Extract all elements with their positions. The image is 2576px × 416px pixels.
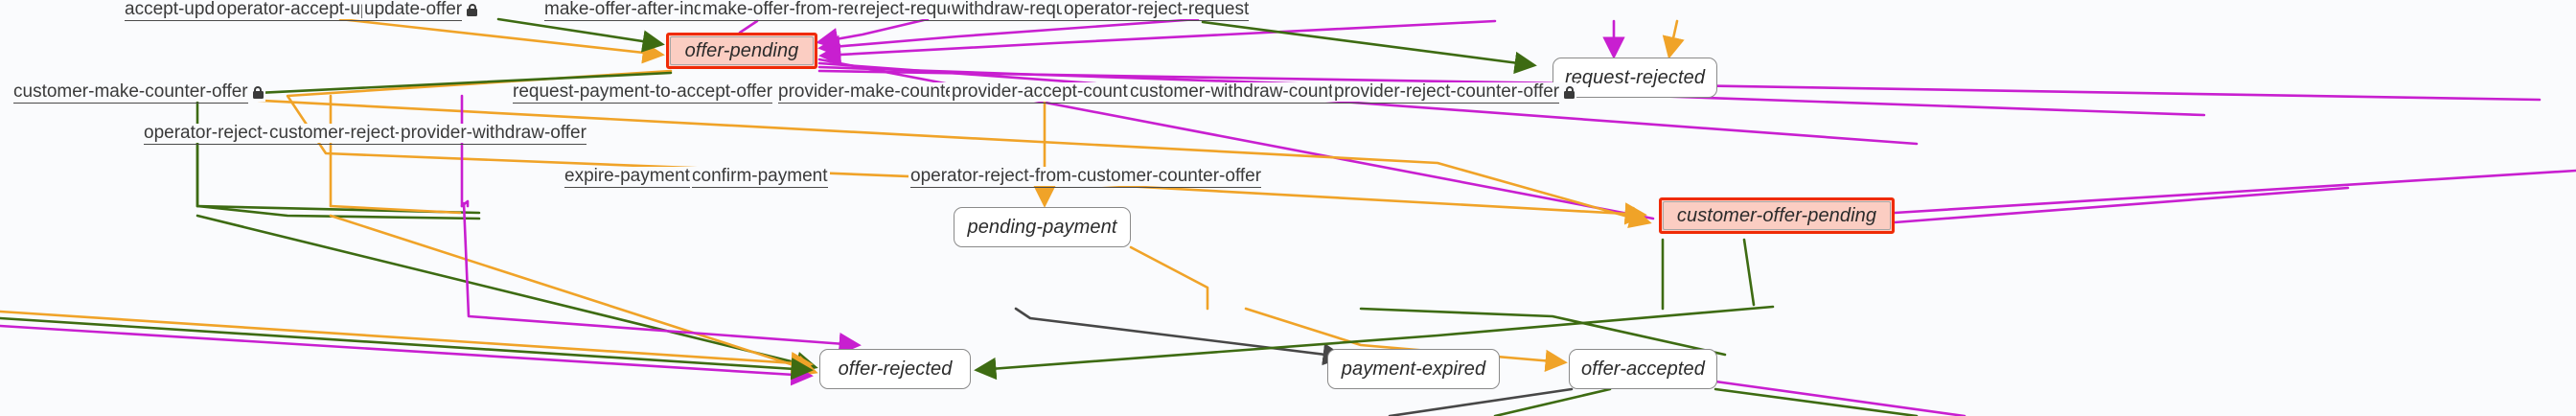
state-node-label: request-rejected <box>1564 66 1706 88</box>
state-node-payment-expired[interactable]: payment-expired <box>1327 349 1500 389</box>
state-node-offer-pending[interactable]: offer-pending <box>666 33 817 69</box>
transition-label-provider-withdraw-offer[interactable]: provider-withdraw-offer <box>399 123 588 145</box>
transition-label-text: request-payment-to-accept-offer <box>513 81 773 104</box>
transition-label-operator-accept-update[interactable]: operator-accept-update <box>215 0 408 21</box>
state-node-offer-rejected[interactable]: offer-rejected <box>819 349 971 389</box>
transition-label-accept-update[interactable]: accept-update <box>123 0 242 21</box>
state-node-label: customer-offer-pending <box>1676 204 1877 226</box>
state-node-pending-payment[interactable]: pending-payment <box>954 207 1131 247</box>
transition-label-text: customer-make-counter-offer <box>13 81 248 104</box>
transition-label-provider-reject-counter-offer[interactable]: provider-reject-counter-offer <box>1332 81 1577 104</box>
lock-icon <box>467 4 478 16</box>
transition-label-withdraw-request[interactable]: withdraw-request <box>950 0 1092 21</box>
transition-label-text: reject-request <box>860 0 972 21</box>
transition-label-text: expire-payment <box>564 166 690 188</box>
transition-label-text: accept-update <box>125 0 241 21</box>
transition-label-text: operator-reject-request <box>1064 0 1250 21</box>
transition-label-operator-reject-from-customer-counter-offer[interactable]: operator-reject-from-customer-counter-of… <box>908 166 1264 188</box>
transition-label-update-offer[interactable]: update-offer <box>362 0 480 21</box>
state-node-label: pending-payment <box>967 216 1117 238</box>
state-node-label: payment-expired <box>1341 358 1486 380</box>
transition-label-text: operator-reject-from-customer-counter-of… <box>910 166 1262 188</box>
transition-label-confirm-payment[interactable]: confirm-payment <box>690 166 830 188</box>
lock-icon <box>1564 86 1576 99</box>
transition-label-text: make-offer-after-inquiry <box>544 0 734 21</box>
transition-label-text: provider-reject-counter-offer <box>1334 81 1560 104</box>
transition-label-request-payment-to-accept-offer[interactable]: request-payment-to-accept-offer <box>511 81 775 104</box>
state-node-label: offer-pending <box>684 39 799 61</box>
state-node-label: offer-rejected <box>838 358 953 380</box>
transition-label-operator-reject-request[interactable]: operator-reject-request <box>1062 0 1252 21</box>
transition-label-text: confirm-payment <box>692 166 828 188</box>
transition-label-customer-make-counter-offer[interactable]: customer-make-counter-offer <box>12 81 265 104</box>
state-node-label: offer-accepted <box>1581 358 1705 380</box>
state-node-request-rejected[interactable]: request-rejected <box>1552 58 1717 98</box>
transition-label-reject-request[interactable]: reject-request <box>858 0 974 21</box>
transition-label-text: provider-withdraw-offer <box>401 123 586 145</box>
state-node-customer-offer-pending[interactable]: customer-offer-pending <box>1659 197 1895 234</box>
transition-label-text: withdraw-request <box>952 0 1091 21</box>
transition-label-text: operator-accept-update <box>217 0 406 21</box>
transition-label-text: make-offer-from-request <box>702 0 899 21</box>
transition-label-expire-payment[interactable]: expire-payment <box>563 166 692 188</box>
lock-icon <box>252 86 264 99</box>
state-node-offer-accepted[interactable]: offer-accepted <box>1569 349 1717 389</box>
transition-label-text: update-offer <box>364 0 463 21</box>
